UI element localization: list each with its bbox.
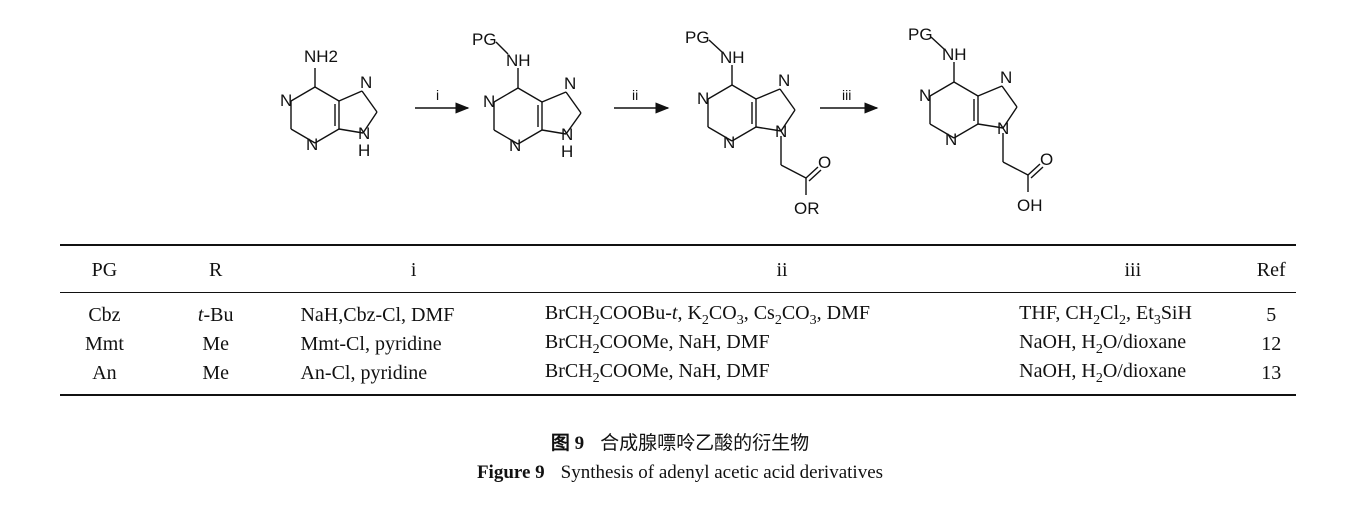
- acid-label: OH: [1017, 196, 1043, 215]
- header-ii: ii: [776, 258, 788, 281]
- n7-label: N: [1000, 68, 1012, 87]
- header-i: i: [410, 258, 417, 281]
- table-row: Mmt Me Mmt-Cl, pyridine BrCH2COOMe, NaH,…: [60, 330, 1296, 359]
- pg-label: PG: [908, 25, 933, 44]
- arrow-iii-label: iii: [842, 87, 851, 103]
- n1-label: N: [697, 89, 709, 108]
- nh-label: NH: [506, 51, 531, 70]
- cell-i: An-Cl, pyridine: [300, 362, 428, 384]
- n9-h-label: H: [358, 141, 370, 160]
- n1-label: N: [919, 86, 931, 105]
- n1-label: N: [280, 91, 292, 110]
- header-r: R: [209, 258, 223, 281]
- carbonyl-o-label: O: [818, 153, 831, 172]
- arrow-iii: iii: [820, 87, 879, 114]
- header-pg: PG: [91, 258, 118, 281]
- cell-i: NaH,Cbz-Cl, DMF: [300, 304, 455, 326]
- pg-label: PG: [685, 28, 710, 47]
- pg-label: PG: [472, 30, 497, 49]
- table-row: Cbz t-Bu NaH,Cbz-Cl, DMF BrCH2COOBu-t, K…: [60, 293, 1296, 331]
- n9-label: N: [561, 125, 573, 144]
- n9-label: N: [997, 119, 1009, 138]
- figure-label-en: Figure 9: [476, 462, 545, 483]
- carbonyl-o-label: O: [1040, 150, 1053, 169]
- cell-ref: 13: [1261, 362, 1282, 384]
- cell-r: Me: [202, 362, 230, 384]
- n3-label: N: [723, 133, 735, 152]
- n9-label: N: [775, 122, 787, 141]
- cell-pg: An: [92, 362, 117, 384]
- amino-label: NH2: [304, 47, 338, 66]
- cell-iii: NaOH, H2O/dioxane: [1019, 331, 1187, 357]
- ester-label: OR: [794, 199, 820, 218]
- n7-label: N: [778, 71, 790, 90]
- n7-label: N: [564, 74, 576, 93]
- compound-ester: PG NH N N N N O OR: [685, 28, 831, 218]
- figure-caption-english: Figure 9 Synthesis of adenyl acetic acid …: [0, 462, 1360, 484]
- n9-h-label: H: [561, 142, 573, 161]
- cell-iii: NaOH, H2O/dioxane: [1019, 360, 1187, 386]
- cell-ii: BrCH2COOMe, NaH, DMF: [544, 360, 770, 386]
- figure-caption-chinese: 图 9 合成腺嘌呤乙酸的衍生物: [0, 428, 1360, 455]
- arrow-ii: ii: [614, 87, 670, 114]
- n1-label: N: [483, 92, 495, 111]
- reaction-scheme: NH2 N N N N H i PG NH N N N: [280, 25, 1053, 218]
- figure-label-cn: 图 9: [550, 433, 585, 454]
- cell-ref: 5: [1266, 304, 1277, 326]
- figure-title-cn: 合成腺嘌呤乙酸的衍生物: [600, 433, 810, 454]
- arrow-i-label: i: [436, 87, 439, 103]
- cell-pg: Mmt: [84, 333, 124, 355]
- cell-ii: BrCH2COOMe, NaH, DMF: [544, 331, 770, 357]
- cell-r: t-Bu: [197, 304, 234, 326]
- reagents-table: PG R i ii iii Ref Cbz t-Bu NaH,Cbz-Cl, D…: [60, 244, 1296, 396]
- figure-title-en: Synthesis of adenyl acetic acid derivati…: [560, 462, 884, 483]
- arrow-ii-label: ii: [632, 87, 638, 103]
- header-ref: Ref: [1256, 258, 1286, 281]
- cell-r: Me: [202, 333, 230, 355]
- compound-acid: PG NH N N N N O OH: [908, 25, 1053, 215]
- n3-label: N: [509, 136, 521, 155]
- n7-label: N: [360, 73, 372, 92]
- compound-adenine: NH2 N N N N H: [280, 47, 378, 160]
- cell-ii: BrCH2COOBu-t, K2CO3, Cs2CO3, DMF: [544, 302, 870, 328]
- table-row: An Me An-Cl, pyridine BrCH2COOMe, NaH, D…: [60, 359, 1296, 395]
- cell-iii: THF, CH2Cl2, Et3SiH: [1019, 302, 1192, 328]
- nh-label: NH: [720, 48, 745, 67]
- n3-label: N: [306, 135, 318, 154]
- n3-label: N: [945, 130, 957, 149]
- n9-label: N: [358, 124, 370, 143]
- compound-protected-adenine: PG NH N N N N H: [472, 30, 582, 161]
- table-header-row: PG R i ii iii Ref: [60, 245, 1296, 293]
- nh-label: NH: [942, 45, 967, 64]
- arrow-i: i: [415, 87, 470, 114]
- cell-ref: 12: [1261, 333, 1282, 355]
- cell-pg: Cbz: [88, 304, 121, 326]
- header-iii: iii: [1124, 258, 1142, 281]
- cell-i: Mmt-Cl, pyridine: [300, 333, 442, 355]
